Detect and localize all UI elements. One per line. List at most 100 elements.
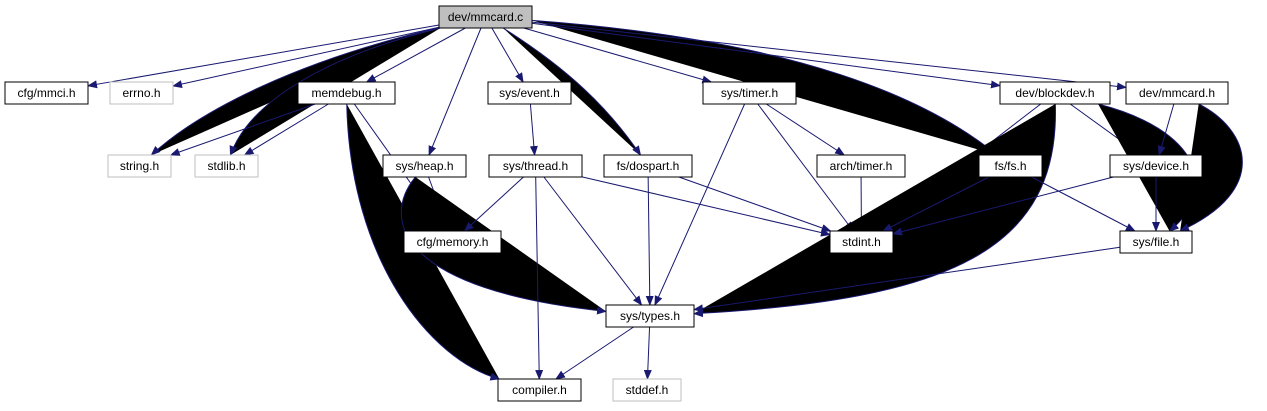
- node-box-string: [107, 154, 172, 178]
- edge-memdebug-to-compiler: [346, 103, 501, 381]
- edge-timer-to-stdint: [757, 103, 854, 232]
- node-box-heap: [382, 154, 467, 178]
- node-label-dospart: fs/dospart.h: [617, 159, 680, 173]
- edge-thread-to-types: [543, 176, 643, 306]
- node-box-device: [1109, 154, 1203, 178]
- node-label-timer: sys/timer.h: [721, 86, 778, 100]
- node-label-compiler: compiler.h: [512, 383, 567, 397]
- node-label-heap: sys/heap.h: [395, 159, 453, 173]
- node-label-mmcardh: dev/mmcard.h: [1139, 86, 1215, 100]
- node-timer[interactable]: sys/timer.h: [702, 81, 797, 105]
- node-thread[interactable]: sys/thread.h: [488, 154, 583, 178]
- node-root[interactable]: dev/mmcard.c: [438, 5, 533, 29]
- node-label-memdebug: memdebug.h: [311, 86, 381, 100]
- edge-fs-to-file: [1031, 176, 1136, 232]
- node-dospart[interactable]: fs/dospart.h: [603, 154, 693, 178]
- node-box-event: [487, 81, 572, 105]
- edge-mmcardh-to-file: [1179, 103, 1243, 232]
- edge-thread-to-memory: [463, 176, 524, 232]
- edge-event-to-thread: [529, 103, 538, 156]
- edge-timer-to-archtimer: [766, 103, 846, 156]
- node-label-archtimer: arch/timer.h: [830, 159, 893, 173]
- node-mmci[interactable]: cfg/mmci.h: [4, 81, 89, 105]
- node-fs[interactable]: fs/fs.h: [978, 154, 1043, 178]
- node-box-mmci: [4, 81, 89, 105]
- node-box-dospart: [603, 154, 693, 178]
- edge-root-to-mmci: [87, 24, 440, 89]
- edge-device-to-stdint: [892, 176, 1114, 236]
- node-label-fs: fs/fs.h: [994, 159, 1026, 173]
- node-event[interactable]: sys/event.h: [487, 81, 572, 105]
- node-stddef[interactable]: stddef.h: [612, 378, 682, 402]
- node-box-stddef: [612, 378, 682, 402]
- node-archtimer[interactable]: arch/timer.h: [816, 154, 906, 178]
- node-box-blockdev: [999, 81, 1111, 105]
- edge-root-to-stdlib: [229, 27, 441, 156]
- edge-thread-to-stdint: [581, 176, 831, 237]
- node-label-stdlib: stdlib.h: [207, 159, 245, 173]
- node-memory[interactable]: cfg/memory.h: [403, 230, 502, 254]
- node-stdlib[interactable]: stdlib.h: [194, 154, 259, 178]
- node-label-stdint: stdint.h: [842, 235, 881, 249]
- node-box-timer: [702, 81, 797, 105]
- node-box-fs: [978, 154, 1043, 178]
- node-box-mmcardh: [1125, 81, 1229, 105]
- node-box-archtimer: [816, 154, 906, 178]
- node-box-compiler: [497, 378, 582, 402]
- node-box-root: [438, 5, 533, 29]
- node-device[interactable]: sys/device.h: [1109, 154, 1203, 178]
- edge-blockdev-to-types: [693, 103, 1056, 318]
- node-box-stdint: [829, 230, 894, 254]
- node-box-memory: [403, 230, 502, 254]
- edge-fs-to-stdint: [882, 176, 990, 232]
- node-types[interactable]: sys/types.h: [605, 304, 695, 328]
- node-errno[interactable]: errno.h: [109, 81, 174, 105]
- node-file[interactable]: sys/file.h: [1119, 230, 1193, 254]
- edge-root-to-timer: [523, 27, 713, 84]
- edge-root-to-fs: [531, 19, 998, 156]
- edge-root-to-event: [491, 27, 524, 83]
- edge-types-to-compiler: [555, 326, 634, 380]
- node-memdebug[interactable]: memdebug.h: [297, 81, 396, 105]
- node-box-file: [1119, 230, 1193, 254]
- node-box-memdebug: [297, 81, 396, 105]
- node-box-stdlib: [194, 154, 259, 178]
- edge-root-to-errno: [172, 26, 440, 89]
- node-label-stddef: stddef.h: [626, 383, 669, 397]
- edge-root-to-memdebug: [365, 27, 466, 83]
- edge-root-to-string: [150, 27, 440, 156]
- edge-file-to-types: [693, 246, 1121, 313]
- node-label-device: sys/device.h: [1123, 159, 1189, 173]
- edge-types-to-stddef: [643, 326, 652, 380]
- node-label-file: sys/file.h: [1133, 235, 1180, 249]
- edge-root-to-heap: [428, 27, 482, 156]
- node-heap[interactable]: sys/heap.h: [382, 154, 467, 178]
- node-label-types: sys/types.h: [620, 309, 680, 323]
- edge-timer-to-types: [654, 103, 746, 306]
- node-string[interactable]: string.h: [107, 154, 172, 178]
- node-box-types: [605, 304, 695, 328]
- edge-root-to-mmcardh: [531, 21, 1127, 91]
- edge-root-to-blockdev: [531, 22, 1001, 89]
- edge-mmcardh-to-device: [1157, 103, 1175, 156]
- node-label-root: dev/mmcard.c: [448, 10, 523, 24]
- edge-memdebug-to-stdlib: [243, 103, 329, 156]
- node-label-blockdev: dev/blockdev.h: [1015, 86, 1094, 100]
- node-compiler[interactable]: compiler.h: [497, 378, 582, 402]
- node-box-errno: [109, 81, 174, 105]
- node-label-thread: sys/thread.h: [503, 159, 568, 173]
- edge-thread-to-compiler: [535, 176, 544, 380]
- edge-dospart-to-stdint: [678, 176, 832, 232]
- node-label-mmci: cfg/mmci.h: [17, 86, 75, 100]
- node-label-event: sys/event.h: [499, 86, 560, 100]
- node-stdint[interactable]: stdint.h: [829, 230, 894, 254]
- edge-memdebug-to-string: [169, 103, 316, 156]
- node-layer: dev/mmcard.c cfg/mmci.h errno.h memdebug.h s…: [4, 5, 1229, 402]
- node-label-memory: cfg/memory.h: [417, 235, 489, 249]
- edge-dospart-to-types: [645, 176, 654, 306]
- edge-layer: [87, 19, 1243, 381]
- node-blockdev[interactable]: dev/blockdev.h: [999, 81, 1111, 105]
- node-label-errno: errno.h: [122, 86, 160, 100]
- node-mmcardh[interactable]: dev/mmcard.h: [1125, 81, 1229, 105]
